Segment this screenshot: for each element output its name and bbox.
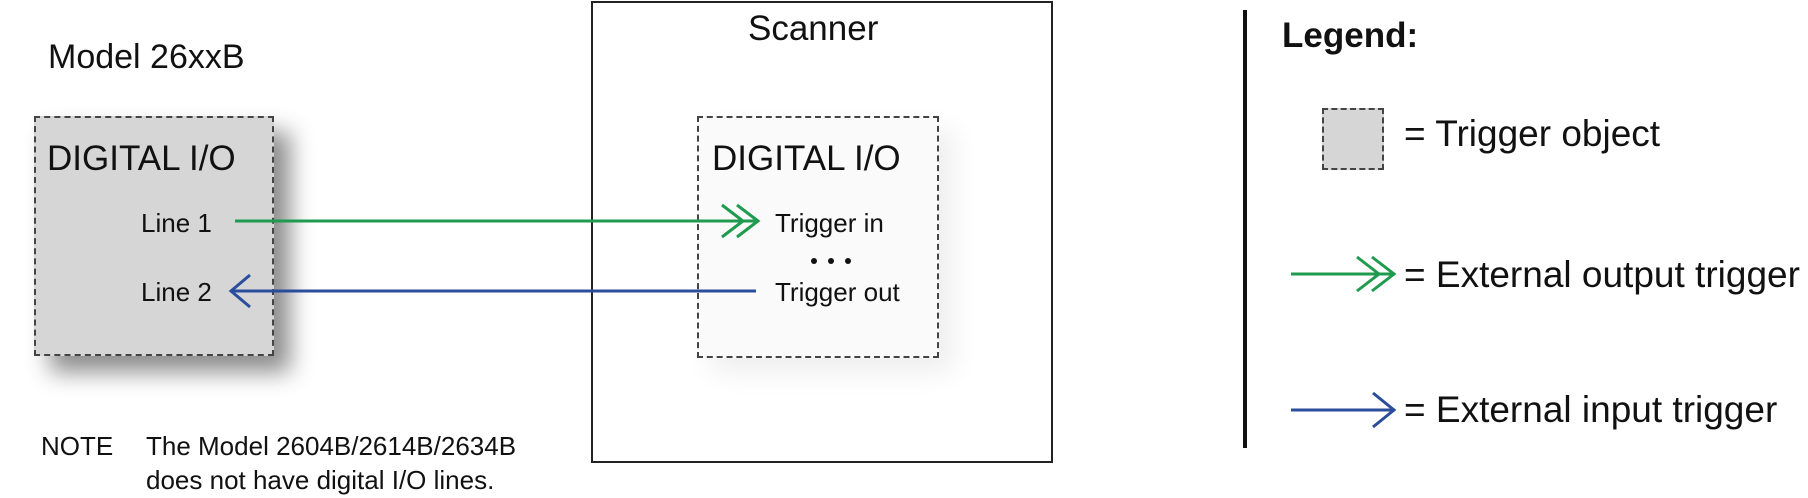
trigger-in-label: Trigger in <box>775 208 884 238</box>
legend-title: Legend: <box>1282 16 1419 55</box>
legend-trigger-object-text: = Trigger object <box>1404 113 1661 154</box>
ellipsis-dots <box>811 258 851 264</box>
model-title: Model 26xxB <box>48 38 245 76</box>
note-label: NOTE <box>41 431 114 461</box>
legend-divider <box>1243 10 1247 448</box>
output-trigger-arrow <box>235 203 761 239</box>
note-text-line-2: does not have digital I/O lines. <box>146 465 495 495</box>
input-trigger-arrow <box>228 273 756 309</box>
legend-external-output-text: = External output trigger <box>1404 254 1800 295</box>
legend-trigger-object-swatch <box>1322 108 1384 170</box>
scanner-title: Scanner <box>748 9 879 48</box>
note-text-line-1: The Model 2604B/2614B/2634B <box>146 431 517 461</box>
line-2-label: Line 2 <box>141 277 212 307</box>
legend-output-arrow-icon <box>1291 255 1397 293</box>
legend-input-arrow-icon <box>1291 391 1397 429</box>
legend-external-input-text: = External input trigger <box>1404 389 1778 430</box>
scanner-digital-io-label: DIGITAL I/O <box>712 139 901 178</box>
model-digital-io-block <box>34 116 274 356</box>
trigger-out-label: Trigger out <box>775 277 900 307</box>
model-digital-io-label: DIGITAL I/O <box>47 139 236 178</box>
line-1-label: Line 1 <box>141 208 212 238</box>
